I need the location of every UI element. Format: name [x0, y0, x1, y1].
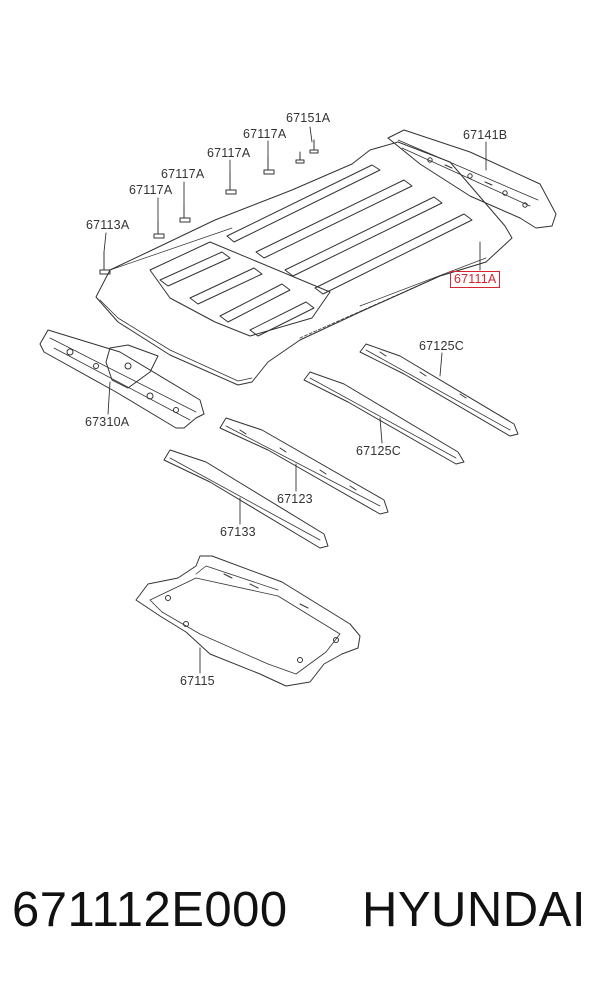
label-67141B: 67141B — [463, 128, 508, 142]
label-67151A: 67151A — [286, 111, 331, 125]
part-footer: 671112E000 HYUNDAI — [0, 870, 600, 950]
leader-lines — [103, 126, 487, 674]
label-67125C-1: 67125C — [419, 339, 464, 353]
label-67113A: 67113A — [86, 218, 130, 232]
parts-diagram: 67151A 67117A 67117A 67117A 67117A 67113… — [39, 111, 557, 688]
label-67117A-1: 67117A — [243, 127, 287, 141]
diagram-drawing — [39, 126, 557, 687]
label-67125C-2: 67125C — [356, 444, 401, 458]
roof-bow-67133 — [163, 449, 329, 549]
part-number: 671112E000 — [12, 883, 288, 937]
roof-clips — [99, 139, 319, 275]
roof-bow-67123 — [219, 417, 389, 515]
roof-bow-upper — [359, 343, 519, 437]
brand-name: HYUNDAI — [361, 883, 586, 937]
rear-header-bracket — [39, 329, 205, 429]
label-67115: 67115 — [180, 674, 215, 688]
roof-panel — [95, 141, 513, 386]
sunroof-frame — [135, 555, 361, 687]
front-header-rail — [387, 129, 557, 229]
label-67117A-3: 67117A — [161, 167, 205, 181]
roof-bow-middle — [303, 371, 465, 465]
label-67117A-4: 67117A — [129, 183, 173, 197]
label-67111A-highlighted: 67111A — [450, 271, 501, 288]
label-67123: 67123 — [277, 492, 313, 506]
label-67310A: 67310A — [85, 415, 130, 429]
label-67117A-2: 67117A — [207, 146, 251, 160]
label-67133: 67133 — [220, 525, 256, 539]
